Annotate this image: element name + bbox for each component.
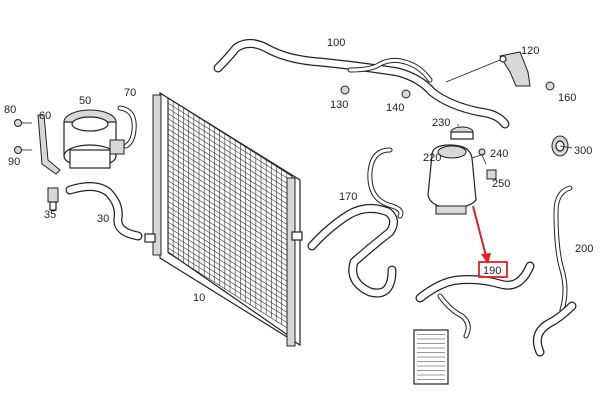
label-30[interactable]: 30 — [97, 213, 109, 225]
label-80[interactable]: 80 — [4, 104, 16, 116]
tank-cap[interactable] — [450, 126, 474, 140]
label-220[interactable]: 220 — [423, 152, 441, 164]
highlight-arrow — [472, 205, 491, 264]
label-230[interactable]: 230 — [432, 117, 450, 129]
bolt-130[interactable] — [340, 85, 350, 95]
label-120[interactable]: 120 — [521, 45, 539, 57]
label-10[interactable]: 10 — [193, 292, 205, 304]
label-300[interactable]: 300 — [574, 145, 592, 157]
hose-170[interactable] — [307, 147, 404, 298]
coolant-pump[interactable] — [63, 109, 125, 169]
grommet-300[interactable] — [551, 135, 569, 157]
hose-100[interactable] — [213, 39, 510, 129]
label-35[interactable]: 35 — [44, 209, 56, 221]
highlight-box — [478, 261, 508, 278]
leader-lines — [445, 59, 573, 159]
hose-200[interactable] — [532, 185, 577, 357]
bolt-90[interactable] — [14, 146, 33, 154]
label-190[interactable]: 190 — [483, 265, 501, 277]
label-100[interactable]: 100 — [327, 37, 345, 49]
label-60[interactable]: 60 — [39, 110, 51, 122]
bolt-140[interactable] — [401, 89, 411, 99]
label-140[interactable]: 140 — [386, 102, 404, 114]
label-200[interactable]: 200 — [575, 243, 593, 255]
sensor-250[interactable] — [486, 169, 497, 180]
radiator[interactable] — [144, 91, 303, 347]
label-250[interactable]: 250 — [492, 178, 510, 190]
pump-bracket[interactable] — [37, 114, 61, 175]
label-170[interactable]: 170 — [339, 191, 357, 203]
label-240[interactable]: 240 — [490, 148, 508, 160]
bolt-80[interactable] — [14, 119, 33, 127]
label-50[interactable]: 50 — [79, 95, 91, 107]
label-160[interactable]: 160 — [558, 92, 576, 104]
screw-240[interactable] — [478, 148, 487, 165]
temperature-sensor[interactable] — [47, 187, 59, 211]
pump-clamp[interactable] — [117, 105, 137, 149]
label-130[interactable]: 130 — [330, 99, 348, 111]
bolt-160[interactable] — [545, 81, 555, 91]
hose-30[interactable] — [65, 182, 143, 241]
part-labels: 10 30 35 50 60 70 80 90 100 120 130 140 … — [4, 37, 593, 304]
expansion-tank[interactable] — [427, 144, 477, 215]
label-70[interactable]: 70 — [124, 87, 136, 99]
hose-190[interactable] — [415, 261, 535, 339]
oil-cooler[interactable] — [413, 329, 449, 385]
label-90[interactable]: 90 — [8, 156, 20, 168]
bracket-120[interactable] — [499, 51, 531, 87]
